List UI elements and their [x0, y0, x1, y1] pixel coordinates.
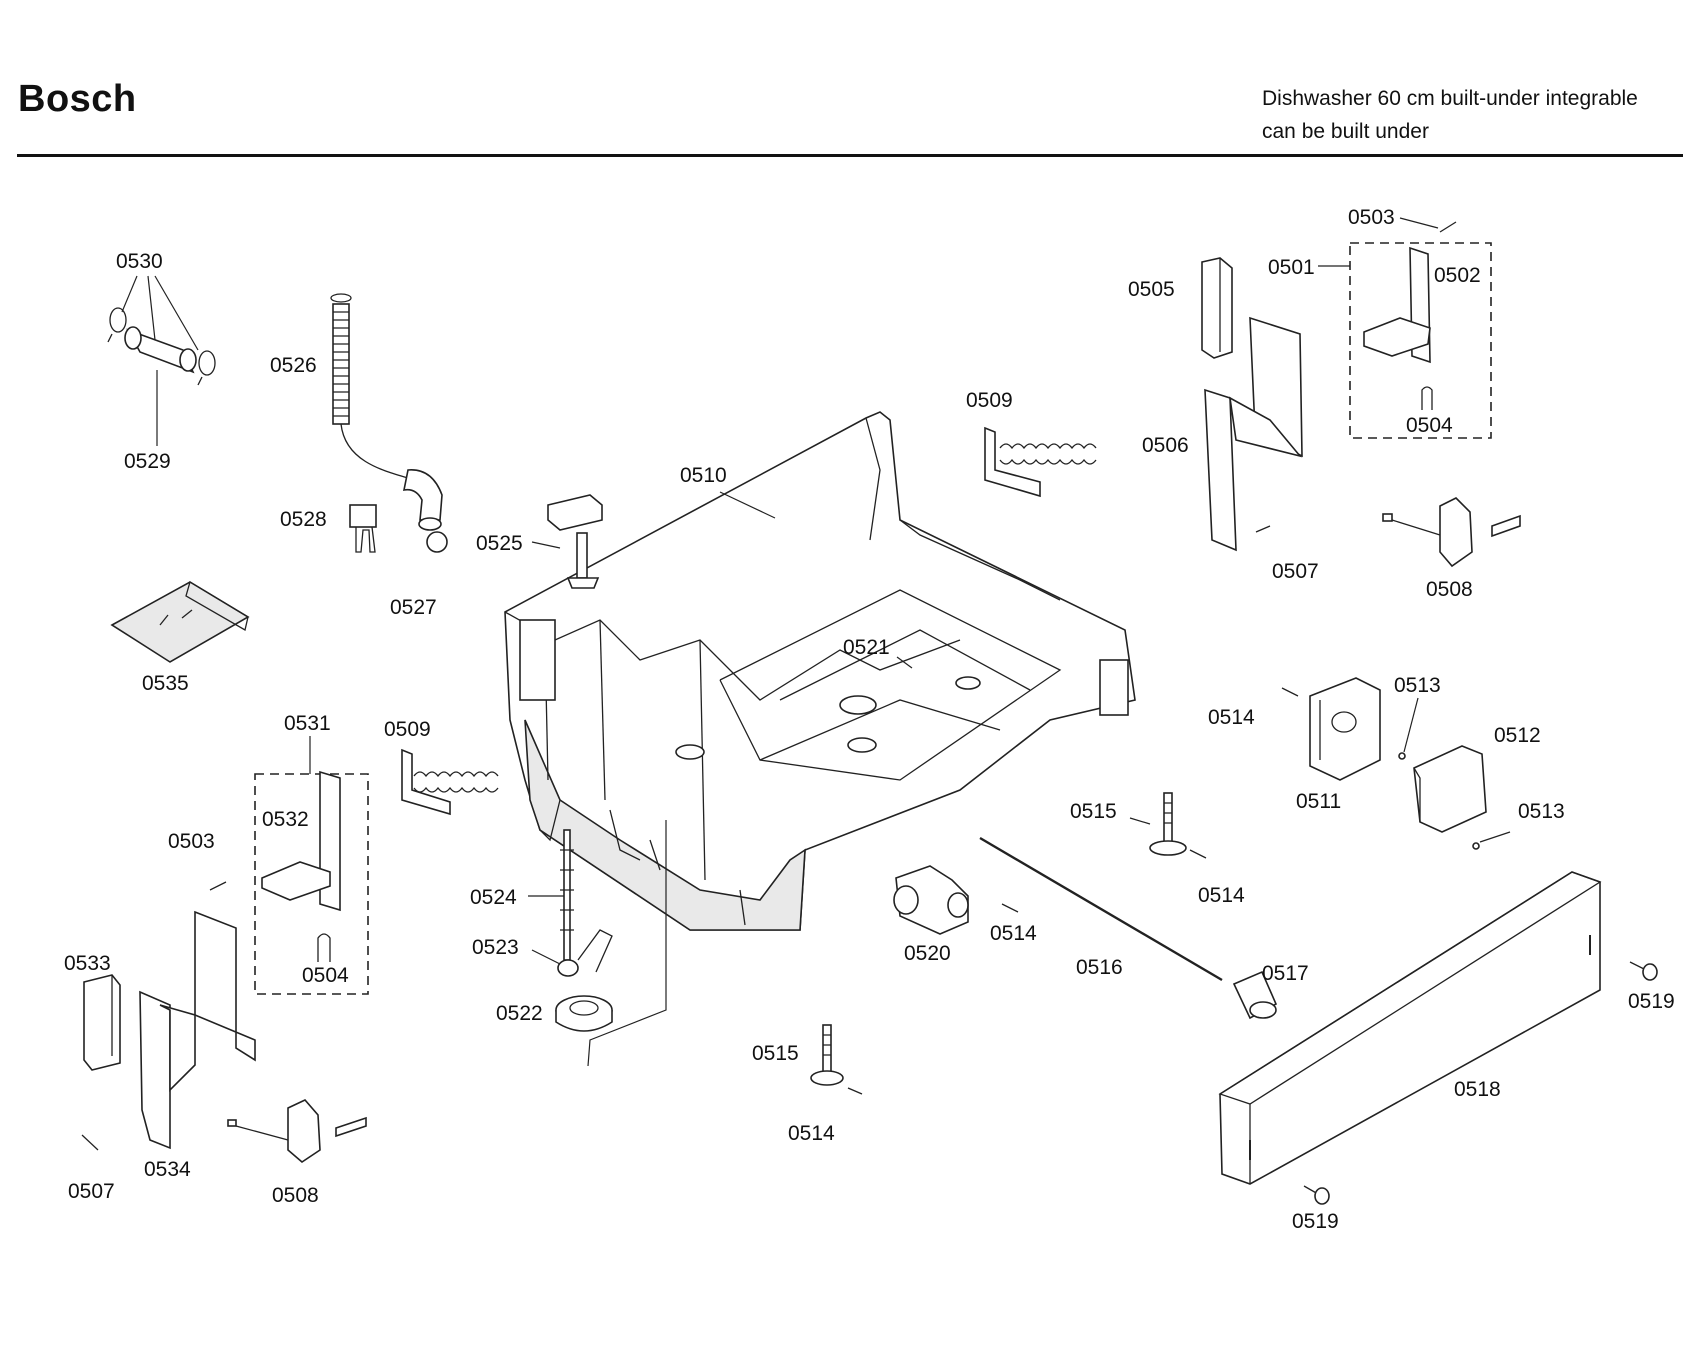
callout-0513-a: 0513	[1394, 674, 1441, 697]
screw-part-0514-c	[847, 1087, 863, 1095]
screw-bag-part-0535	[110, 581, 250, 663]
callout-0503-right: 0503	[1348, 206, 1395, 229]
callout-0519-right: 0519	[1628, 990, 1675, 1013]
callout-0501: 0501	[1268, 256, 1315, 279]
callout-0502: 0502	[1434, 264, 1481, 287]
callout-0508-left: 0508	[272, 1184, 319, 1207]
callout-0519-bottom: 0519	[1292, 1210, 1339, 1233]
side-bracket-part-0506	[1204, 316, 1303, 552]
callout-0503-left: 0503	[168, 830, 215, 853]
inlet-valve-part-0520	[893, 865, 969, 935]
screw-part-0514-d	[1281, 687, 1299, 697]
callout-0520: 0520	[904, 942, 951, 965]
callout-0529: 0529	[124, 450, 171, 473]
rod-part-0516	[979, 836, 1223, 982]
callout-0504-left: 0504	[302, 964, 349, 987]
screw-foot-part-0515-b	[810, 1024, 844, 1086]
screw-part-0519-right	[1629, 961, 1658, 981]
callout-0512: 0512	[1494, 724, 1541, 747]
screw-part-0507-left	[81, 1134, 99, 1151]
screw-part-0513-a	[1398, 752, 1406, 760]
sensor-housing-part-0511	[1309, 677, 1381, 781]
hinge-bracket-part-0532	[261, 770, 341, 912]
screw-part-0503-left	[209, 881, 227, 891]
hinge-spring-part-0509-right	[984, 426, 1097, 498]
callout-0534: 0534	[144, 1158, 191, 1181]
callout-0511: 0511	[1296, 790, 1341, 813]
side-bracket-part-0534	[139, 910, 256, 1150]
callout-0532: 0532	[262, 808, 309, 831]
hose-clamp-part-0530	[107, 307, 216, 386]
page-header: Bosch Dishwasher 60 cm built-under integ…	[0, 0, 1698, 170]
callout-0514-c: 0514	[788, 1122, 835, 1145]
callout-0527: 0527	[390, 596, 437, 619]
brand-title: Bosch	[18, 78, 137, 120]
callout-0526: 0526	[270, 354, 317, 377]
callout-0513-b: 0513	[1518, 800, 1565, 823]
model-description: Dishwasher 60 cm built-under integrable …	[1262, 82, 1638, 148]
callout-0531: 0531	[284, 712, 331, 735]
housing-cover-part-0512	[1413, 745, 1487, 833]
callout-0517: 0517	[1262, 962, 1309, 985]
door-lock-part-0508-left	[227, 1099, 367, 1164]
callout-0523: 0523	[472, 936, 519, 959]
screw-part-0503-right	[1439, 221, 1457, 233]
callout-0509-right: 0509	[966, 389, 1013, 412]
header-rule	[17, 154, 1683, 157]
description-line-2: can be built under	[1262, 120, 1429, 143]
cover-part-0533	[83, 974, 121, 1071]
screw-part-0513-b	[1472, 842, 1480, 850]
hinge-spring-part-0509-left	[401, 748, 499, 816]
screw-foot-part-0515-a	[1149, 792, 1187, 856]
door-lock-part-0508-right	[1382, 497, 1521, 568]
elbow-hose-part-0527	[402, 469, 448, 553]
callout-0506: 0506	[1142, 434, 1189, 457]
callout-0528: 0528	[280, 508, 327, 531]
callout-0516: 0516	[1076, 956, 1123, 979]
screw-part-0507-right	[1255, 525, 1271, 533]
callout-0514-a: 0514	[990, 922, 1037, 945]
callout-0533: 0533	[64, 952, 111, 975]
screw-part-0519-bottom	[1303, 1185, 1330, 1205]
callout-0530: 0530	[116, 250, 163, 273]
callout-0507-left: 0507	[68, 1180, 115, 1203]
hose-part-0529	[124, 326, 197, 374]
clip-part-0504-left	[317, 933, 331, 962]
hinge-cover-part-0505	[1201, 257, 1233, 359]
screw-part-0514-a	[1001, 903, 1019, 913]
callout-0515-a: 0515	[1070, 800, 1117, 823]
description-line-1: Dishwasher 60 cm built-under integrable	[1262, 87, 1638, 110]
callout-0525: 0525	[476, 532, 523, 555]
callout-0514-d: 0514	[1208, 706, 1255, 729]
assembly-group-0501	[1349, 242, 1492, 439]
callout-0518: 0518	[1454, 1078, 1501, 1101]
base-frame-part-0510	[504, 411, 1136, 931]
callout-0514-b: 0514	[1198, 884, 1245, 907]
callout-0515-b: 0515	[752, 1042, 799, 1065]
hinge-bracket-part-0502	[1363, 246, 1431, 364]
knob-part-0517	[1232, 970, 1278, 1020]
float-rod-part-0524	[560, 829, 574, 961]
clip-part-0504-right	[1421, 386, 1433, 410]
callout-0509-left: 0509	[384, 718, 431, 741]
callout-0508-right: 0508	[1426, 578, 1473, 601]
callout-0524: 0524	[470, 886, 517, 909]
callout-0510: 0510	[680, 464, 727, 487]
screw-part-0514-b	[1189, 849, 1207, 859]
callout-0522: 0522	[496, 1002, 543, 1025]
hose-clip-part-0528	[349, 504, 377, 553]
callout-0507-right: 0507	[1272, 560, 1319, 583]
callout-0521: 0521	[843, 636, 890, 659]
corrugated-hose-part-0526	[330, 293, 409, 479]
float-lever-part-0523	[557, 929, 613, 977]
assembly-group-0531	[254, 773, 369, 995]
adjustable-foot-part-0525	[547, 494, 603, 589]
kick-panel-part-0518	[1218, 871, 1602, 1185]
cover-cap-part-0522	[555, 995, 613, 1032]
callout-0504-right: 0504	[1406, 414, 1453, 437]
callout-0535: 0535	[142, 672, 189, 695]
callout-0505: 0505	[1128, 278, 1175, 301]
